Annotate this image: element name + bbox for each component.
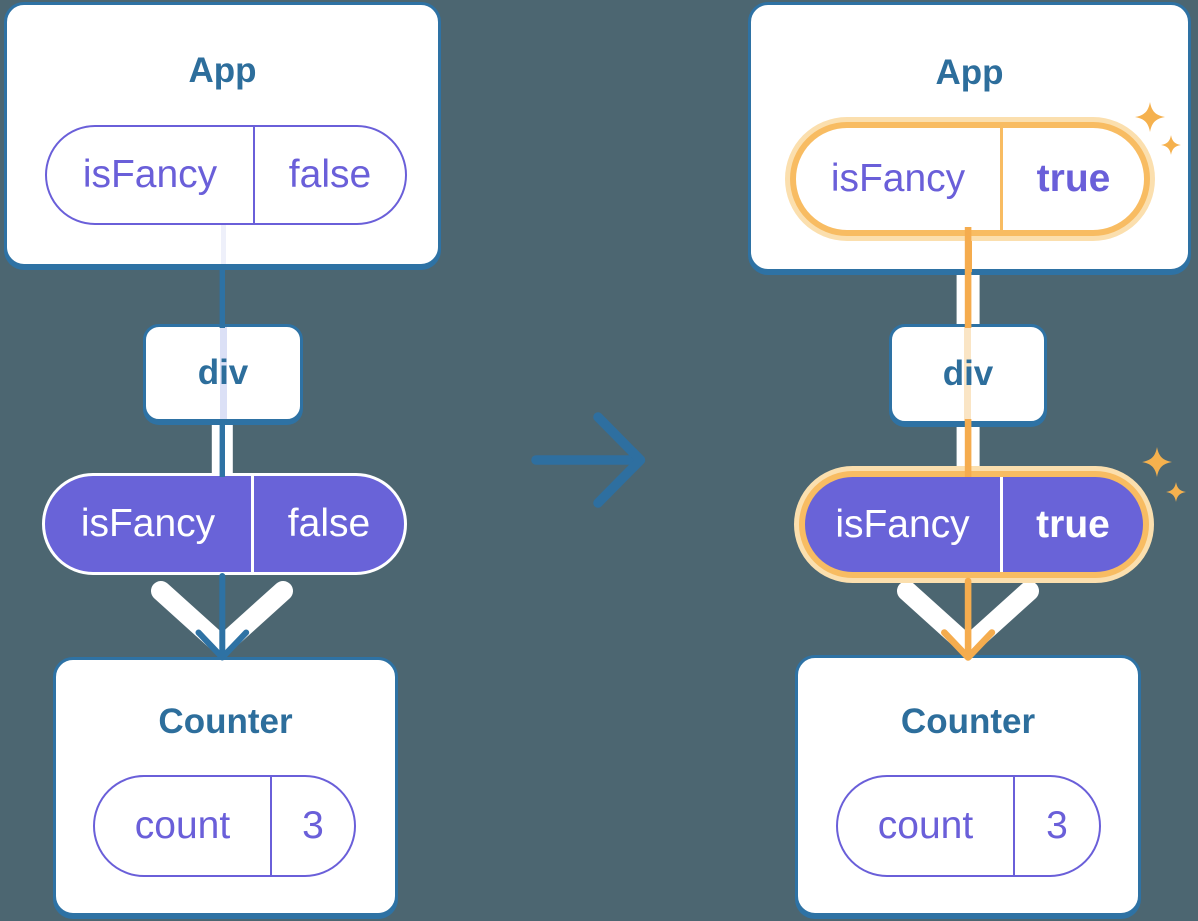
prop-line-highlight (965, 230, 972, 272)
prop-name: isFancy (830, 157, 966, 200)
prop-line-through-div (964, 327, 971, 421)
after-chevron-down-arrow (941, 577, 996, 661)
state-pill-counter-after: count 3 (836, 775, 1101, 877)
before-prop-line-mid (219, 419, 225, 477)
state-name: count (877, 804, 974, 847)
after-white-flanks-bottom (956, 423, 980, 478)
component-title: Counter (158, 702, 293, 741)
counter-card-after: Counter count 3 (795, 655, 1141, 916)
div-label: div (197, 353, 249, 392)
component-title: App (188, 51, 257, 90)
prop-value: false (251, 476, 404, 572)
after-prop-line-mid (964, 419, 972, 477)
prop-name: isFancy (80, 502, 216, 545)
before-chevron-down-arrow (195, 573, 250, 661)
app-card-before: App isFancy false (4, 2, 441, 267)
counter-card-before: Counter count 3 (53, 657, 398, 916)
passed-prop-pill-after: isFancy true (799, 471, 1149, 578)
prop-value: false (253, 127, 405, 223)
app-card-after: App isFancy true (748, 2, 1191, 272)
after-white-flanks-top (956, 271, 980, 327)
prop-value: true (1000, 477, 1143, 572)
state-pill-counter-before: count 3 (93, 775, 356, 877)
div-card-before: div (143, 324, 303, 422)
prop-line-through-div (220, 327, 227, 419)
state-name: count (134, 804, 231, 847)
prop-name: isFancy (82, 153, 218, 196)
prop-name: isFancy (835, 502, 970, 546)
component-title: Counter (900, 702, 1036, 741)
prop-pill-app-after: isFancy true (790, 122, 1150, 236)
passed-prop-pill-before: isFancy false (42, 473, 407, 575)
sparkle-icon (1142, 447, 1186, 502)
div-card-after: div (889, 324, 1047, 424)
prop-pill-app-before: isFancy false (45, 125, 407, 225)
component-title: App (935, 53, 1004, 92)
prop-line-faint (221, 225, 226, 264)
after-render-arrow (897, 581, 1039, 656)
arrow-right-icon (531, 412, 646, 508)
before-render-arrow (151, 581, 293, 656)
state-value: 3 (270, 777, 354, 875)
before-white-flanks (211, 420, 233, 475)
state-value: 3 (1013, 777, 1099, 875)
before-prop-line-top (219, 265, 225, 328)
div-label: div (942, 354, 994, 393)
prop-value: true (1000, 128, 1144, 230)
